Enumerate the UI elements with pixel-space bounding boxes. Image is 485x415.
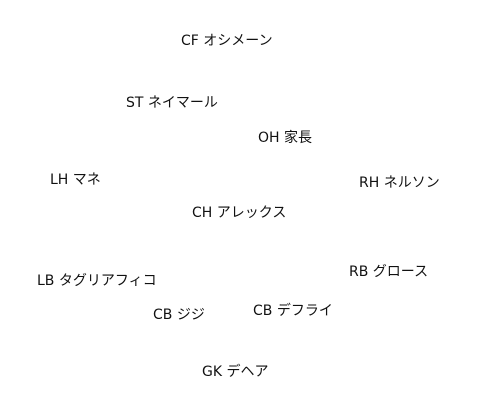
player-lh: LH マネ [50, 172, 101, 188]
player-position: LH [50, 172, 69, 188]
player-oh: OH 家長 [258, 130, 312, 146]
player-name: アレックス [216, 205, 287, 221]
player-ch: CH アレックス [192, 205, 286, 221]
player-name: オシメーン [203, 33, 273, 49]
player-rh: RH ネルソン [359, 175, 440, 191]
player-position: CH [192, 205, 213, 221]
player-name: 家長 [284, 130, 312, 146]
player-gk: GK デヘア [202, 364, 268, 380]
player-lb: LB タグリアフィコ [37, 273, 157, 289]
player-name: デフライ [276, 303, 333, 319]
player-position: CB [153, 307, 173, 323]
player-position: LB [37, 273, 55, 289]
player-name: ネイマール [147, 95, 218, 111]
player-name: タグリアフィコ [58, 273, 157, 289]
player-name: デヘア [226, 364, 269, 380]
player-name: グロース [372, 264, 429, 280]
player-st: ST ネイマール [126, 95, 218, 111]
player-cb-left: CB ジジ [153, 307, 205, 323]
player-name: ネルソン [383, 175, 440, 191]
player-name: ジジ [176, 307, 205, 323]
player-position: RB [349, 264, 369, 280]
player-rb: RB グロース [349, 264, 428, 280]
player-position: GK [202, 364, 223, 380]
player-position: RH [359, 175, 380, 191]
player-name: マネ [72, 172, 101, 188]
player-position: CB [253, 303, 273, 319]
player-cb-right: CB デフライ [253, 303, 333, 319]
player-position: CF [181, 33, 199, 49]
player-position: ST [126, 95, 144, 111]
player-position: OH [258, 130, 280, 146]
player-cf: CF オシメーン [181, 33, 273, 49]
